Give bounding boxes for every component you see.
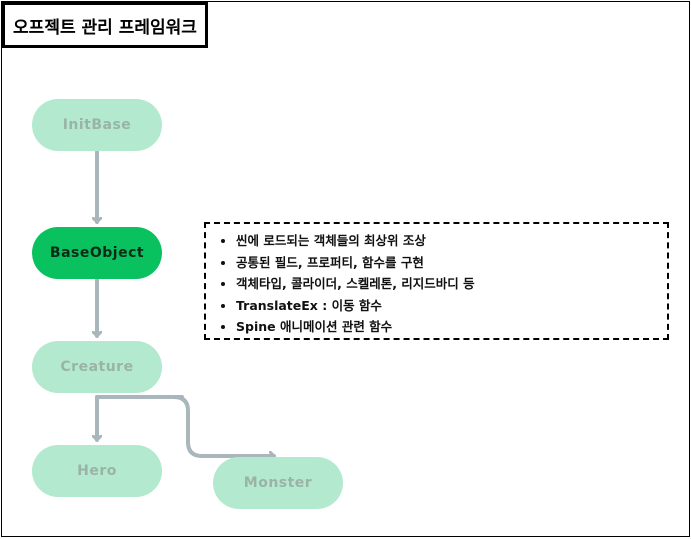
- node-hero: Hero: [32, 445, 162, 497]
- note-item: TranslateEx : 이동 함수: [236, 295, 667, 317]
- baseobject-description-note: 씬에 로드되는 객체들의 최상위 조상 공통된 필드, 프로퍼티, 함수를 구현…: [204, 222, 669, 340]
- note-item: 객체타입, 콜라이더, 스켈레톤, 리지드바디 등: [236, 273, 667, 295]
- note-item: 씬에 로드되는 객체들의 최상위 조상: [236, 230, 667, 252]
- node-initbase: InitBase: [32, 99, 162, 151]
- note-item: Spine 애니메이션 관련 함수: [236, 316, 667, 338]
- node-monster: Monster: [213, 457, 343, 509]
- note-list: 씬에 로드되는 객체들의 최상위 조상 공통된 필드, 프로퍼티, 함수를 구현…: [220, 230, 667, 338]
- diagram-title: 오프젝트 관리 프레임워크: [2, 2, 208, 48]
- note-item: 공통된 필드, 프로퍼티, 함수를 구현: [236, 252, 667, 274]
- arrow-creature-hero: [97, 395, 184, 442]
- node-baseobject: BaseObject: [32, 227, 162, 279]
- node-creature: Creature: [32, 341, 162, 393]
- arrow-creature-monster: [95, 395, 276, 456]
